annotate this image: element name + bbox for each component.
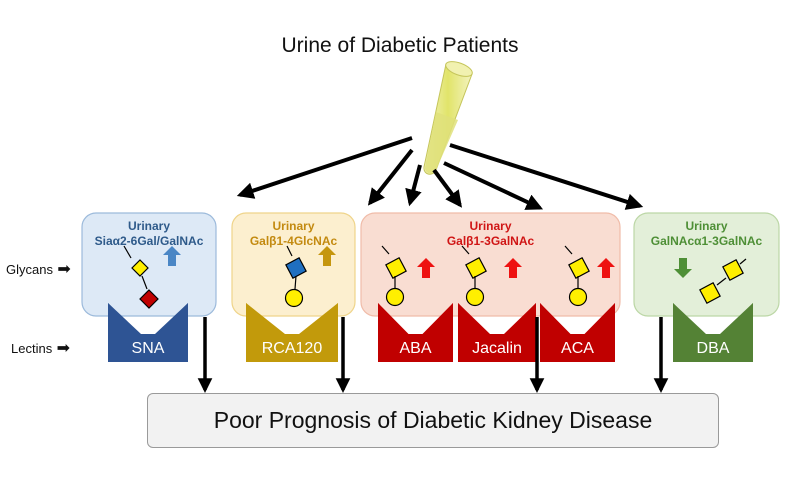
lectin-name-sna: SNA <box>131 340 165 357</box>
galnac-square-icon <box>385 257 407 279</box>
tube-to-glycan-arrow <box>367 148 414 206</box>
urine-tube-icon <box>423 61 473 175</box>
increase-arrow-icon <box>417 258 435 278</box>
galactose-diamond-icon <box>131 259 149 277</box>
glycan-label-line1: Urinary <box>127 219 171 233</box>
tube-to-glycan-arrow <box>405 164 422 207</box>
glycan-label-line1: Urinary <box>685 219 728 233</box>
galactose-circle-icon <box>465 287 485 307</box>
glycan-box-abajacalinaca <box>360 212 621 317</box>
galactose-circle-icon <box>385 287 405 307</box>
outcome-box: Poor Prognosis of Diabetic Kidney Diseas… <box>147 393 719 448</box>
lectin-shape-icon <box>378 303 453 335</box>
lectin-block-aca <box>540 334 615 362</box>
tube-to-glycan-arrow <box>443 161 544 210</box>
glycans-row-label: Glycans ➡ <box>6 261 71 278</box>
decrease-arrow-icon <box>674 258 692 278</box>
glycan-label-line2: Siaα2-6Gal/GalNAc <box>94 234 204 248</box>
lectin-name-rca120: RCA120 <box>261 340 323 357</box>
glycan-label-line2: Galβ1-4GlcNAc <box>249 234 338 248</box>
lectin-block-sna <box>108 334 188 362</box>
lectin-name-aba: ABA <box>399 340 432 357</box>
galnac-square-icon <box>465 257 487 279</box>
arrow-right-icon: ➡ <box>52 261 71 278</box>
glycan-box-dba <box>633 212 780 317</box>
lectin-block-dba <box>673 334 753 362</box>
sialic-acid-diamond-icon <box>139 289 159 309</box>
lectin-shape-icon <box>540 303 615 335</box>
glcnac-square-icon <box>285 257 307 279</box>
glycan-label-line1: Urinary <box>469 219 512 233</box>
lectin-name-dba: DBA <box>696 340 730 357</box>
tube-to-glycan-arrow <box>449 143 644 210</box>
arrow-right-icon: ➡ <box>52 340 71 357</box>
lectin-shape-icon <box>246 303 338 335</box>
lectin-block-rca120 <box>246 334 338 362</box>
lectin-shape-icon <box>108 303 188 335</box>
lectin-name-aca: ACA <box>561 340 594 357</box>
glycan-structure-rca120 <box>284 245 307 308</box>
tube-to-glycan-arrow <box>236 136 413 199</box>
lectin-shape-icon <box>458 303 536 335</box>
glycan-structure-abajacalinaca <box>381 245 590 307</box>
increase-arrow-icon <box>504 258 522 278</box>
glycan-label-line1: Urinary <box>272 219 315 233</box>
glycan-box-sna <box>81 212 217 317</box>
lectin-block-jacalin <box>458 334 536 362</box>
lectin-name-jacalin: Jacalin <box>472 340 522 357</box>
glycan-label-line2: Galβ1-3GalNAc <box>446 234 535 248</box>
increase-arrow-icon <box>318 246 336 266</box>
galnac-square-icon <box>568 257 590 279</box>
diagram-title: Urine of Diabetic Patients <box>281 34 519 57</box>
galnac-square-icon <box>722 259 744 281</box>
glycan-structure-dba <box>699 258 747 304</box>
galnac-square-icon <box>699 282 721 304</box>
tube-to-glycan-arrow <box>432 168 463 208</box>
galactose-circle-icon <box>568 287 588 307</box>
increase-arrow-icon <box>597 258 615 278</box>
lectins-row-label: Lectins ➡ <box>11 340 71 357</box>
lectin-block-aba <box>378 334 453 362</box>
galactose-circle-icon <box>284 288 304 308</box>
increase-arrow-icon <box>163 246 181 266</box>
glycan-label-line2: GalNAcα1-3GalNAc <box>650 234 763 248</box>
lectin-shape-icon <box>673 303 753 335</box>
glycan-structure-sna <box>123 245 159 309</box>
